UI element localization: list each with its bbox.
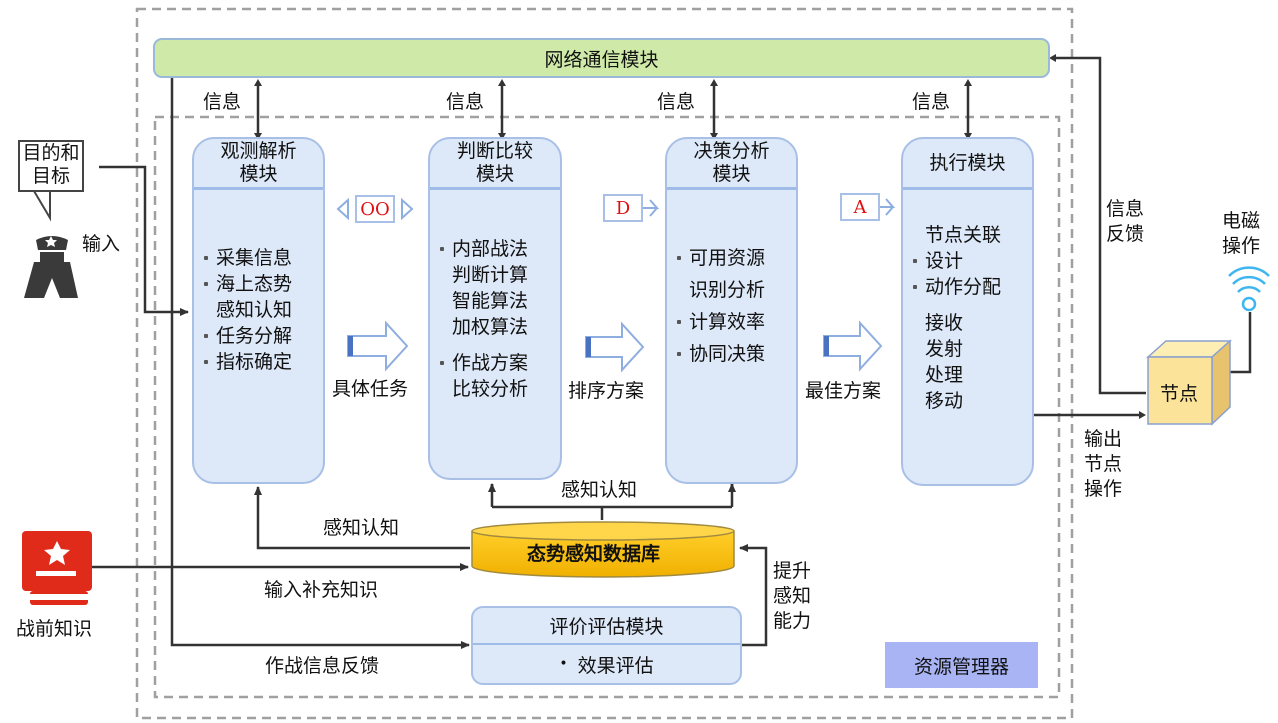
judge-compare-module[interactable]: 判断比较模块 内部战法 判断计算 智能算法 加权算法 作战方案 比较分析: [428, 137, 562, 480]
database-label: 态势感知数据库: [527, 543, 661, 565]
combat-feedback-label: 作战信息反馈: [265, 655, 380, 677]
module-item: 智能算法: [452, 290, 529, 312]
d-arrow-icon: [643, 199, 660, 217]
execution-module[interactable]: 执行模块 节点关联 设计 动作分配 接收 发射 处理 移动: [901, 137, 1034, 486]
prewar-knowledge-label: 战前知识: [16, 618, 93, 640]
goal-line-2: 目标: [31, 165, 70, 187]
tag-d: D: [603, 194, 643, 222]
module-items: 内部战法 判断计算 智能算法 加权算法 作战方案 比较分析: [430, 236, 560, 402]
wifi-icon: [1228, 266, 1270, 312]
eval-item: • 效果评估: [473, 645, 740, 683]
network-module-label: 网络通信模块: [544, 48, 659, 71]
module-item: 节点关联: [925, 224, 1002, 246]
flow-label-best-plan: 最佳方案: [805, 380, 882, 402]
module-item: 计算效率: [667, 306, 796, 338]
goal-line-1: 目的和: [22, 142, 80, 164]
module-item: 指标确定: [194, 349, 323, 375]
module-items: 节点关联 设计 动作分配 接收 发射 处理 移动: [903, 222, 1032, 414]
supplement-input-label: 输入补充知识: [264, 579, 379, 601]
goal-speech-bubble: 目的和 目标: [18, 140, 84, 192]
output-node-operation-label: 输出节点操作: [1084, 428, 1123, 500]
module-item: 任务分解: [194, 323, 323, 349]
decision-analysis-module[interactable]: 决策分析模块 可用资源 识别分析 计算效率 协同决策: [665, 137, 798, 484]
tag-a: A: [840, 193, 880, 221]
node-label: 节点: [1160, 383, 1199, 405]
resource-manager-frame: [153, 115, 1061, 699]
database-icon: [471, 521, 735, 578]
perception-label-top: 感知认知: [561, 479, 638, 501]
goal-input-line: [99, 165, 189, 316]
improve-perception-line: [739, 544, 768, 647]
module-item: 发射: [925, 338, 964, 360]
flow-label-specific-task: 具体任务: [332, 378, 409, 400]
module-item: 作战方案: [430, 350, 560, 376]
module-item: 判断计算: [452, 264, 529, 286]
info-label: 信息: [446, 91, 485, 113]
node-cube-icon: [1146, 339, 1232, 426]
module-item: 加权算法: [452, 316, 529, 338]
resource-manager-label: 资源管理器: [885, 642, 1038, 688]
info-label: 信息: [203, 91, 242, 113]
module-item: 比较分析: [452, 378, 529, 400]
observe-analyze-module[interactable]: 观测解析模块 采集信息 海上态势 感知认知 任务分解 指标确定: [192, 137, 325, 484]
hollow-arrow-icon: [823, 320, 883, 372]
network-module-bar[interactable]: 网络通信模块: [153, 38, 1050, 78]
input-label: 输入: [82, 233, 121, 255]
hollow-arrow-icon: [585, 321, 645, 373]
db-to-judge-decision-line: [490, 484, 734, 520]
outer-frame: [135, 7, 1074, 720]
speech-tail: [33, 190, 51, 222]
module-title: 执行模块: [903, 139, 1032, 190]
info-feedback-label: 信息反馈: [1106, 198, 1145, 245]
module-title: 观测解析模块: [194, 139, 323, 190]
module-item: 动作分配: [903, 274, 1032, 300]
feedback-trunk-line: [170, 78, 470, 649]
oo-double-arrow-icon: [336, 197, 414, 221]
info-feedback-line: [1049, 54, 1146, 395]
eval-title: 评价评估模块: [473, 608, 740, 645]
module-item: 内部战法: [430, 236, 560, 262]
evaluation-module[interactable]: 评价评估模块 • 效果评估: [471, 606, 742, 685]
module-item: 可用资源: [667, 242, 796, 274]
info-label: 信息: [912, 91, 951, 113]
tag-oo: OO: [355, 195, 395, 223]
em-operation-label: 电磁操作: [1222, 210, 1261, 257]
hollow-arrow-icon: [347, 320, 409, 372]
antenna-line: [1230, 312, 1252, 374]
a-arrow-icon: [880, 198, 896, 216]
db-to-observe-line: [254, 486, 470, 550]
bullet-dot: •: [559, 656, 568, 672]
module-item: 海上态势: [194, 271, 323, 297]
book-icon: [22, 531, 92, 605]
module-item: 采集信息: [194, 245, 323, 271]
module-item: 接收: [925, 312, 964, 334]
module-item: 设计: [903, 248, 1032, 274]
module-items: 采集信息 海上态势 感知认知 任务分解 指标确定: [194, 245, 323, 375]
module-item: 移动: [925, 390, 964, 412]
module-items: 可用资源 识别分析 计算效率 协同决策: [667, 242, 796, 370]
module-item: 识别分析: [689, 279, 766, 301]
module-item: 处理: [925, 364, 964, 386]
info-label: 信息: [657, 91, 696, 113]
module-item: 协同决策: [667, 338, 796, 370]
operator-icon: [24, 236, 78, 298]
module-title: 决策分析模块: [667, 139, 796, 190]
module-item: 感知认知: [216, 299, 293, 321]
eval-item-text: 效果评估: [577, 654, 654, 677]
flow-label-ranked-plans: 排序方案: [568, 380, 645, 402]
improve-perception-label: 提升感知能力: [773, 560, 812, 632]
perception-label-left: 感知认知: [323, 517, 400, 539]
module-title: 判断比较模块: [430, 139, 560, 190]
